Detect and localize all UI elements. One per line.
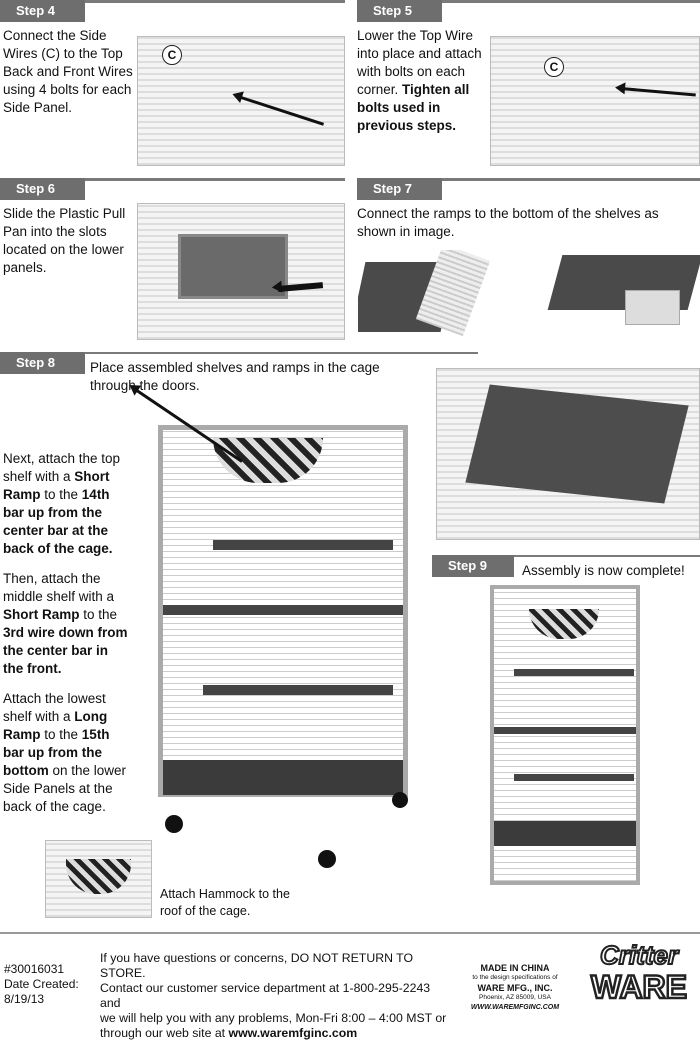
middle-shelf (163, 605, 403, 615)
hammock-inset-photo (45, 840, 152, 918)
spec-text: to the design specifications of (472, 974, 558, 981)
made-in: MADE IN CHINA (480, 963, 550, 973)
middle-shelf (494, 727, 636, 734)
complete-cage-image (490, 585, 640, 885)
top-shelf-note: Next, attach the top shelf with a Short … (3, 450, 123, 558)
step7-photo-ramp (358, 250, 536, 340)
step7-photo-shelf (540, 250, 700, 340)
caster-icon (318, 850, 336, 868)
hammock-image (213, 438, 323, 483)
step5-rule (357, 0, 700, 3)
support-line: Contact our customer service department … (100, 981, 431, 1010)
note-bold: 14th bar up from the center bar at the b… (3, 487, 113, 556)
step5-instruction: Lower the Top Wire into place and attach… (357, 28, 482, 97)
shelf-image (465, 384, 689, 504)
note-bold: Long Ramp (3, 709, 108, 742)
part-c-marker: C (544, 57, 564, 77)
support-line: If you have questions or concerns, DO NO… (100, 951, 414, 980)
step7-text: Connect the ramps to the bottom of the s… (357, 206, 659, 239)
note-text: to the (40, 487, 82, 502)
step6-rule (0, 178, 345, 181)
step4-rule (0, 0, 345, 3)
hammock-image (66, 859, 131, 894)
document-info: #30016031 Date Created: 8/19/13 (4, 962, 94, 1007)
step6-tab: Step 6 (0, 178, 85, 200)
step4-photo: C (137, 36, 345, 166)
note-text: on the lower Side Panels at the back of … (3, 763, 127, 814)
step4-text: Connect the Side Wires (C) to the Top Ba… (3, 28, 133, 115)
lower-shelf (514, 774, 634, 781)
pull-pan (163, 760, 403, 795)
hammock-image (529, 609, 599, 639)
note-text: Then, attach the middle shelf with a (3, 571, 115, 604)
pull-pan (178, 234, 288, 299)
critterware-logo: Critter WARE (580, 939, 698, 1008)
hammock-note: Attach Hammock to the roof of the cage. (160, 887, 290, 918)
date-label: Date Created: (4, 977, 79, 991)
support-line: through our web site at (100, 1026, 229, 1040)
note-bold: 15th bar up from the bottom (3, 727, 110, 778)
middle-shelf-note: Then, attach the middle shelf with a Sho… (3, 570, 128, 678)
support-text: If you have questions or concerns, DO NO… (100, 951, 450, 1041)
step8-text: Place assembled shelves and ramps in the… (90, 360, 380, 393)
date-created: 8/19/13 (4, 992, 45, 1006)
assembled-cage-image (158, 425, 408, 797)
logo-text: WARE (590, 969, 689, 1006)
footer-rule (0, 932, 700, 934)
caster-icon (165, 815, 183, 833)
step5-tab: Step 5 (357, 0, 442, 22)
note-text: to the (79, 607, 118, 622)
step9-rule (432, 555, 700, 557)
caster-icon (392, 792, 408, 808)
company-name: WARE MFG., INC. (477, 983, 553, 993)
step5-emphasis: Tighten all bolts used in previous steps… (357, 82, 470, 133)
note-text: Next, attach the top shelf with a (3, 451, 121, 484)
top-shelf (514, 669, 634, 676)
lower-shelf (203, 685, 393, 695)
step8-rule (0, 352, 478, 354)
website-link[interactable]: www.waremfginc.com (228, 1026, 358, 1040)
note-text: to the (40, 727, 82, 742)
company-web: WWW.WAREMFGINC.COM (470, 1004, 560, 1011)
arrow-icon (620, 87, 696, 97)
step4-tab: Step 4 (0, 0, 85, 22)
step5-photo: C (490, 36, 700, 166)
note-bold: Short Ramp (3, 607, 80, 622)
step8-photo (436, 368, 700, 540)
step6-text: Slide the Plastic Pull Pan into the slot… (3, 206, 126, 275)
pull-pan (494, 821, 636, 846)
step9-text: Assembly is now complete! (522, 563, 685, 578)
step7-tab: Step 7 (357, 178, 442, 200)
arrow-icon (237, 95, 325, 126)
step9-tab: Step 9 (432, 555, 514, 577)
company-city: Phoenix, AZ 85009, USA (479, 994, 551, 1001)
ramp-image (625, 290, 680, 325)
note-text: Attach the lowest shelf with a (3, 691, 106, 724)
manufacturer-info: MADE IN CHINA to the design specificatio… (455, 963, 575, 1013)
logo-text: Critter (599, 939, 679, 971)
part-c-marker: C (162, 45, 182, 65)
step7-rule (357, 178, 700, 181)
item-number: #30016031 (4, 962, 65, 976)
note-bold: Short Ramp (3, 469, 110, 502)
lower-shelf-note: Attach the lowest shelf with a Long Ramp… (3, 690, 128, 816)
step6-photo (137, 203, 345, 340)
step5-text: Lower the Top Wire into place and attach… (357, 27, 482, 135)
top-shelf (213, 540, 393, 550)
step8-tab: Step 8 (0, 352, 85, 374)
support-line: we will help you with any problems, Mon-… (100, 1011, 447, 1025)
note-bold: 3rd wire down from the center bar in the… (3, 625, 128, 676)
